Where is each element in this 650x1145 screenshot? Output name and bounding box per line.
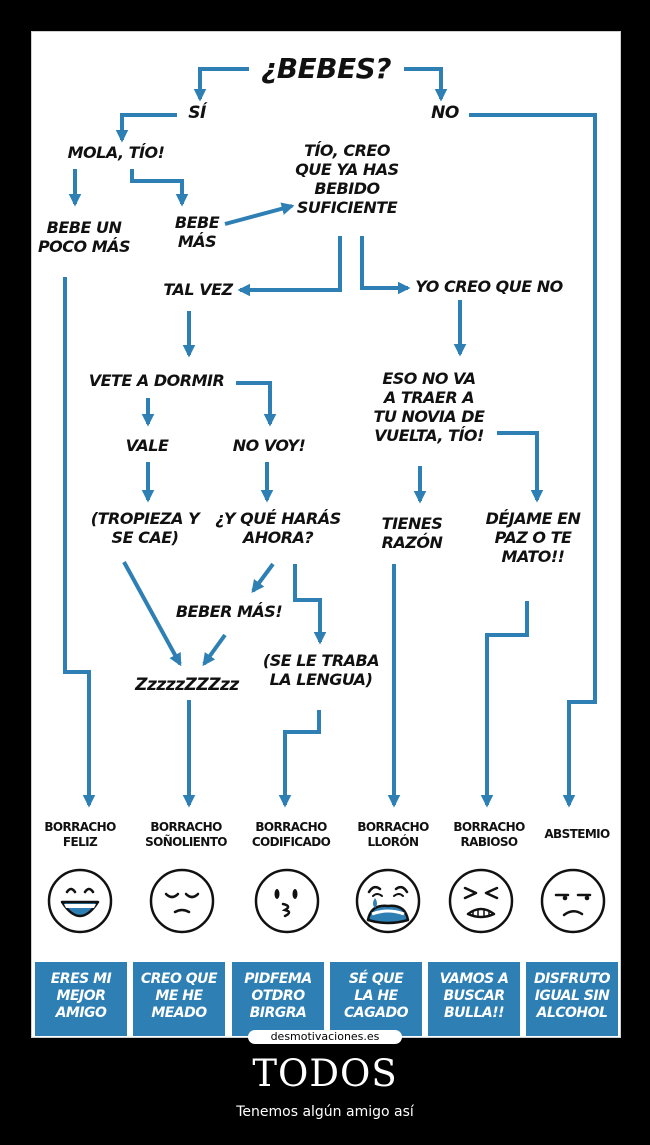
arrow-tropieza-zzz [122, 561, 182, 667]
node-que-haras: ¿Y QUÉ HARÁS AHORA? [215, 509, 341, 547]
quote-box-feliz: ERES MI MEJOR AMIGO [35, 962, 127, 1036]
outcome-label-feliz: BORRACHO FELIZ [44, 820, 116, 849]
quote-box-codificado: PIDFEMA OTDRO BIRGRA [232, 962, 324, 1036]
outcome-label-lloron: BORRACHO LLORÓN [357, 820, 429, 849]
poster-subtitle: Tenemos algún amigo así [236, 1104, 414, 1120]
outcome-label-codificado: BORRACHO CODIFICADO [251, 820, 331, 849]
node-tio-creo: TÍO, CREO QUE YA HAS BEBIDO SUFICIENTE [295, 141, 399, 217]
arrow-bebeunpoco-feliz [63, 277, 96, 808]
node-vete-a-dormir: VETE A DORMIR [88, 371, 225, 390]
node-mola-tio: MOLA, TÍO! [67, 143, 165, 162]
arrow-quehara-traba [293, 564, 327, 645]
node-zzz: ZzzzzZZZzz [135, 675, 239, 695]
sleepy-face-icon [149, 868, 215, 934]
arrow-tiocreo-yocreo [360, 236, 411, 295]
arrow-dejame-rabioso [480, 601, 529, 808]
arrow-mola-bebemas [130, 169, 189, 207]
node-bebe-un-poco-mas: BEBE UN POCO MÁS [37, 218, 131, 256]
node-no: NO [431, 103, 459, 123]
node-tropieza: (TROPIEZA Y SE CAE) [90, 509, 200, 547]
unimpressed-face-icon [540, 868, 606, 934]
site-watermark: desmotivaciones.es [248, 1030, 402, 1044]
poster-title: TODOS [252, 1052, 398, 1095]
arrow-bebermas-zzz [202, 633, 227, 667]
arrow-start-no [404, 67, 448, 102]
quote-box-abstemio: DISFRUTO IGUAL SIN ALCOHOL [526, 962, 618, 1036]
arrow-no-abstemio [469, 113, 597, 808]
node-yo-creo-que-no: YO CREO QUE NO [415, 277, 563, 296]
arrow-vete-novoy [236, 381, 277, 427]
node-bebes: ¿BEBES? [260, 52, 392, 85]
arrow-bebemas-tiocreo [224, 202, 295, 226]
arrow-yes-mola [115, 113, 177, 143]
outcome-label-rabioso: BORRACHO RABIOSO [453, 820, 525, 849]
node-tal-vez: TAL VEZ [163, 280, 233, 299]
garbled-face-icon [254, 868, 320, 934]
angry-face-icon [448, 868, 514, 934]
happy-face-icon [47, 868, 113, 934]
arrow-traba-codificado [278, 710, 321, 808]
node-vale: VALE [125, 436, 169, 455]
node-se-le-traba: (SE LE TRABA LA LENGUA) [262, 651, 380, 689]
outcome-label-abstemio: ABSTEMIO [544, 827, 610, 841]
arrow-quehara-bebermas [251, 562, 275, 594]
flowchart-arrows [63, 67, 597, 808]
quote-box-lloron: SÉ QUE LA HE CAGADO [330, 962, 422, 1036]
node-no-voy: NO VOY! [232, 436, 306, 455]
crying-face-icon [355, 868, 421, 934]
arrow-start-yes [193, 67, 249, 102]
quote-box-rabioso: VAMOS A BUSCAR BULLA!! [428, 962, 520, 1036]
node-dejame: DÉJAME EN PAZ O TE MATO!! [485, 509, 581, 566]
node-bebe-mas: BEBE MÁS [174, 213, 220, 251]
arrow-tiocreo-talvez [237, 236, 342, 297]
quote-box-sonoliento: CREO QUE ME HE MEADO [133, 962, 225, 1036]
arrow-eso-dejame [497, 431, 544, 503]
poster-frame: ¿BEBES? SÍ NO MOLA, TÍO! BEBE UN POCO MÁ… [31, 31, 621, 1038]
node-si: SÍ [188, 103, 206, 123]
node-eso-no-va: ESO NO VA A TRAER A TU NOVIA DE VUELTA, … [373, 369, 485, 445]
node-tienes-razon: TIENES RAZÓN [381, 514, 443, 552]
outcome-label-sonoliento: BORRACHO SOÑOLIENTO [145, 820, 227, 849]
node-beber-mas: BEBER MÁS! [175, 602, 283, 621]
